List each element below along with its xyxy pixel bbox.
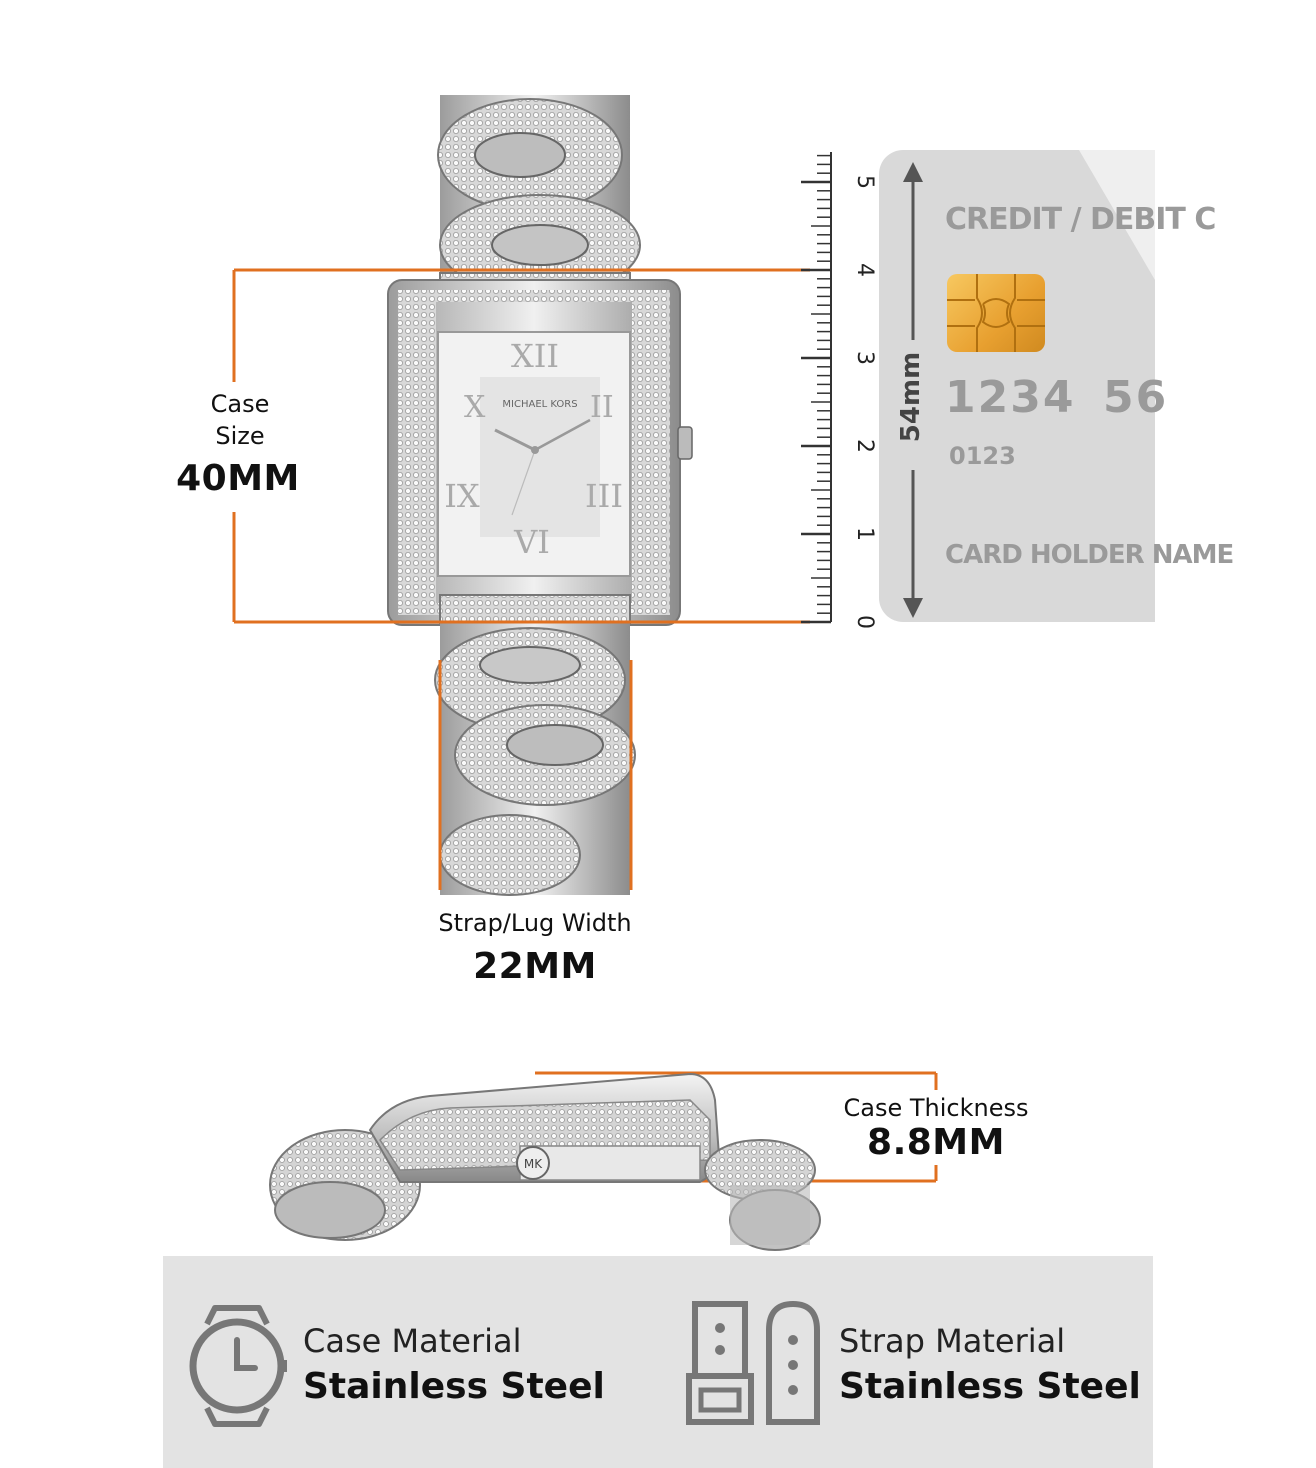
case-size-label: Case Size: [190, 388, 290, 452]
watch-side-image: MK: [269, 1072, 821, 1251]
ruler-tick-label: 1: [852, 527, 877, 541]
strap-width-value: 22MM: [473, 946, 597, 987]
strap-icon: [686, 1300, 820, 1425]
strap-width-label: Strap/Lug Width: [438, 909, 632, 937]
crown-logo: MK: [524, 1157, 543, 1171]
card-small-number: 0123: [949, 442, 1016, 470]
dial-brand: MICHAEL KORS: [502, 399, 577, 410]
chip-icon: [947, 274, 1045, 352]
case-material-title: Case Material: [303, 1322, 522, 1360]
ruler-tick-label: 3: [852, 351, 877, 365]
strap-material-title: Strap Material: [839, 1322, 1066, 1360]
watch-case-icon: [189, 1305, 287, 1427]
spec-panel: Case Material Stainless Steel Strap Mate…: [163, 1256, 1153, 1468]
ruler-tick-label: 2: [852, 439, 877, 453]
strap-material-value: Stainless Steel: [839, 1366, 1141, 1407]
ruler-tick-label: 0: [852, 615, 877, 629]
svg-text:II: II: [590, 390, 614, 425]
credit-card-reference: 54mm CREDIT / DEBIT C 1234 56 0123 CARD …: [879, 150, 1234, 622]
card-title: CREDIT / DEBIT C: [945, 202, 1216, 237]
ruler-tick-label: 4: [852, 263, 877, 277]
card-height-arrow: [903, 162, 923, 618]
ruler-tick-label: 5: [852, 175, 877, 189]
ruler: 0 1 2 3 4 5: [801, 152, 877, 629]
case-size-value: 40MM: [176, 458, 300, 499]
case-thickness-value: 8.8MM: [867, 1122, 1005, 1163]
svg-text:XII: XII: [511, 337, 559, 375]
card-shine: [1079, 150, 1155, 280]
card-number-part2: 56: [1103, 372, 1169, 423]
case-size-label-line1: Case: [210, 390, 270, 418]
case-size-label-line2: Size: [215, 422, 265, 450]
svg-text:IX: IX: [444, 477, 480, 515]
card-number-part1: 1234: [945, 372, 1076, 423]
card-holder-name: CARD HOLDER NAME: [945, 540, 1234, 570]
svg-text:X: X: [464, 390, 486, 425]
card-height-label: 54mm: [896, 351, 926, 443]
svg-text:III: III: [585, 477, 623, 515]
case-material-value: Stainless Steel: [303, 1366, 605, 1407]
case-thickness-label: Case Thickness: [843, 1094, 1029, 1122]
svg-text:VI: VI: [513, 523, 550, 561]
